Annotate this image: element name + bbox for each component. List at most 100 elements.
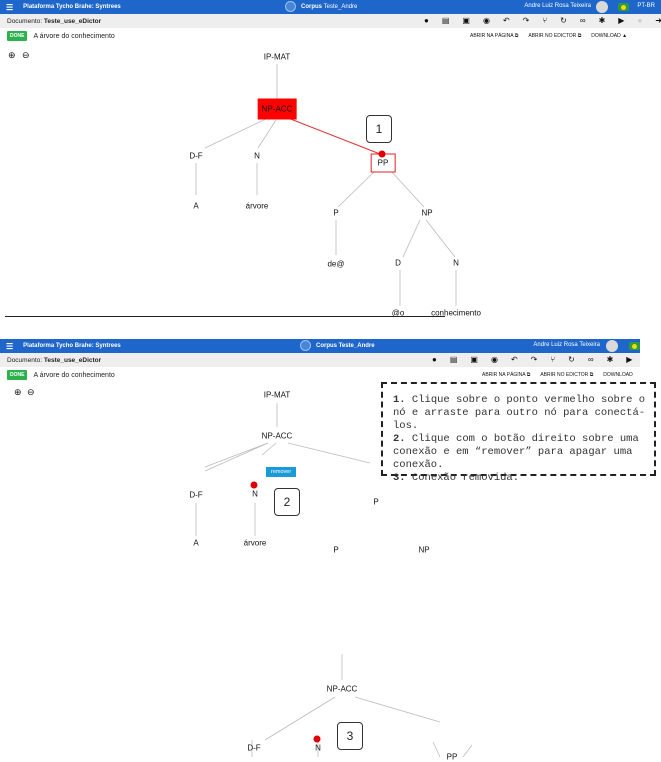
- tree3-node-pp[interactable]: PP: [446, 752, 458, 762]
- open-page-link[interactable]: ABRIR NA PÁGINA ⧉: [482, 372, 531, 378]
- brazil-flag-icon[interactable]: [618, 3, 629, 11]
- split-icon[interactable]: ⑂: [550, 355, 556, 364]
- split-icon[interactable]: ⑂: [542, 16, 548, 25]
- external-link-icon: ⧉: [589, 372, 594, 378]
- zoom-out-icon[interactable]: ⊖: [27, 387, 35, 397]
- zoom-out-icon[interactable]: ⊖: [22, 50, 30, 60]
- link-icon[interactable]: ∞: [587, 355, 594, 364]
- corpus-selector[interactable]: Corpus Teste_Andre: [300, 340, 375, 351]
- menu-icon[interactable]: ☰: [6, 341, 14, 351]
- tree2-node-np[interactable]: NP: [418, 545, 430, 555]
- save-icon[interactable]: ▣: [462, 16, 470, 25]
- status-bar: DONE A árvore do conhecimento ABRIR NA P…: [0, 28, 661, 44]
- tree-node-n[interactable]: N: [254, 151, 260, 161]
- open-editor-link[interactable]: ABRIR NO EDICTOR ⧉: [528, 33, 582, 39]
- corpus-selector[interactable]: Corpus Teste_Andre: [285, 1, 357, 12]
- tree2-node-arvore[interactable]: árvore: [243, 538, 267, 548]
- connector-dot[interactable]: [378, 150, 386, 158]
- brazil-flag-icon[interactable]: [629, 342, 640, 350]
- sentence-text: A árvore do conhecimento: [33, 371, 115, 379]
- user-name[interactable]: Andre Luiz Rosa Teixeira: [533, 342, 600, 348]
- comment-icon[interactable]: ●: [432, 355, 437, 364]
- tree3-node-n[interactable]: N: [315, 743, 321, 753]
- step-marker-1: 1: [366, 115, 392, 143]
- redo-icon[interactable]: ↷: [522, 16, 530, 25]
- save-icon[interactable]: ▣: [470, 355, 478, 364]
- instruction-3: 3. Conexão removida.: [393, 472, 520, 484]
- document-title: Documento: Teste_use_eDictor: [7, 356, 102, 364]
- language-selector[interactable]: PT-BR: [637, 3, 655, 9]
- corpus-name: Corpus Teste_Andre: [316, 342, 375, 349]
- rotate-icon[interactable]: ↻: [560, 16, 567, 25]
- tree-node-np-acc[interactable]: NP-ACC: [261, 431, 293, 441]
- toolbar: ● ▤ ▣ ◉ ↶ ↷ ⑂ ↻ ∞ ✱ ▶ ● ➜: [424, 16, 661, 25]
- tree-node-ip-mat[interactable]: IP-MAT: [263, 52, 291, 62]
- tree2-node-d-f[interactable]: D-F: [189, 490, 203, 500]
- external-link-icon: ⧉: [514, 33, 519, 39]
- document-bar: Documento: Teste_use_eDictor ● ▤ ▣ ◉ ↶ ↷…: [0, 14, 661, 28]
- tree-node-arvore[interactable]: árvore: [245, 201, 269, 211]
- tree2-node-p[interactable]: P: [333, 545, 339, 555]
- tree-node-np[interactable]: NP: [421, 208, 433, 218]
- connector-dot[interactable]: [313, 735, 321, 743]
- step-marker-2: 2: [274, 488, 300, 516]
- redo-icon[interactable]: ↷: [530, 355, 538, 364]
- undo-icon[interactable]: ↶: [510, 355, 518, 364]
- remove-connection-button[interactable]: remover: [266, 467, 297, 477]
- globe-icon: [285, 1, 296, 12]
- status-badge: DONE: [7, 31, 28, 41]
- zoom-in-icon[interactable]: ⊕: [14, 387, 22, 397]
- tree-node-d-f[interactable]: D-F: [189, 151, 203, 161]
- tree2-node-n[interactable]: N: [252, 489, 258, 499]
- tree2-node-a[interactable]: A: [193, 538, 199, 548]
- tree-node-a[interactable]: A: [193, 201, 199, 211]
- zoom-in-icon[interactable]: ⊕: [8, 50, 16, 60]
- open-page-link[interactable]: ABRIR NA PÁGINA ⧉: [470, 33, 519, 39]
- action-links: ABRIR NA PÁGINA ⧉ ABRIR NO EDICTOR ⧉ DOW…: [482, 372, 633, 378]
- top-bar: ☰ Plataforma Tycho Brahe: Syntrees Corpu…: [0, 339, 640, 353]
- rotate-icon[interactable]: ↻: [568, 355, 575, 364]
- app-title: Plataforma Tycho Brahe: Syntrees: [23, 343, 121, 349]
- instruction-2: 2. Clique com o botão direito sobre uma …: [393, 433, 639, 471]
- next-icon[interactable]: ➜: [655, 16, 661, 25]
- eye-icon[interactable]: ◉: [482, 16, 490, 25]
- play-icon[interactable]: ▶: [618, 16, 625, 25]
- tree-node-de[interactable]: de@: [327, 259, 345, 269]
- tree-node-d[interactable]: D: [395, 258, 401, 268]
- document-icon[interactable]: ▤: [449, 355, 458, 364]
- comment-icon[interactable]: ●: [424, 16, 429, 25]
- tree2-node-pp[interactable]: P: [373, 497, 379, 507]
- avatar[interactable]: [596, 1, 608, 13]
- open-editor-link[interactable]: ABRIR NO EDICTOR ⧉: [540, 372, 594, 378]
- instruction-1: 1. Clique sobre o ponto vermelho sobre o…: [393, 394, 646, 432]
- document-title: Documento: Teste_use_eDictor: [7, 17, 102, 25]
- download-link[interactable]: DOWNLOAD: [603, 372, 633, 378]
- corpus-label: Corpus: [301, 3, 322, 10]
- menu-icon[interactable]: ☰: [6, 2, 14, 12]
- tree-node-np-acc-selected[interactable]: NP-ACC: [257, 98, 297, 120]
- external-link-icon: ⧉: [526, 372, 531, 378]
- tree-node-ip-mat[interactable]: IP-MAT: [263, 390, 291, 400]
- bug-icon[interactable]: ✱: [606, 355, 614, 364]
- instructions-box: 1. Clique sobre o ponto vermelho sobre o…: [381, 382, 656, 484]
- bug-icon[interactable]: ✱: [598, 16, 606, 25]
- tree-node-conhecimento[interactable]: conhecimento: [431, 308, 481, 318]
- link-icon[interactable]: ∞: [579, 16, 586, 25]
- download-link[interactable]: DOWNLOAD ▲: [591, 33, 628, 39]
- user-name[interactable]: Andre Luiz Rosa Teixeira: [524, 3, 591, 9]
- play-icon[interactable]: ▶: [626, 355, 633, 364]
- eye-icon[interactable]: ◉: [490, 355, 498, 364]
- tree3-node-d-f[interactable]: D-F: [247, 743, 261, 753]
- tree3-node-np-acc[interactable]: NP-ACC: [326, 684, 358, 694]
- tree-node-o[interactable]: @o: [391, 308, 405, 318]
- brand: ☰ Plataforma Tycho Brahe: Syntrees: [6, 3, 121, 12]
- undo-icon[interactable]: ↶: [502, 16, 510, 25]
- circle-icon[interactable]: ●: [637, 16, 643, 25]
- tree-node-p[interactable]: P: [333, 208, 339, 218]
- document-icon[interactable]: ▤: [441, 16, 450, 25]
- corpus-name: Teste_Andre: [323, 3, 358, 10]
- avatar[interactable]: [606, 340, 618, 352]
- app-title: Plataforma Tycho Brahe: Syntrees: [23, 4, 121, 10]
- tree-node-n2[interactable]: N: [453, 258, 459, 268]
- connector-dot[interactable]: [250, 481, 258, 489]
